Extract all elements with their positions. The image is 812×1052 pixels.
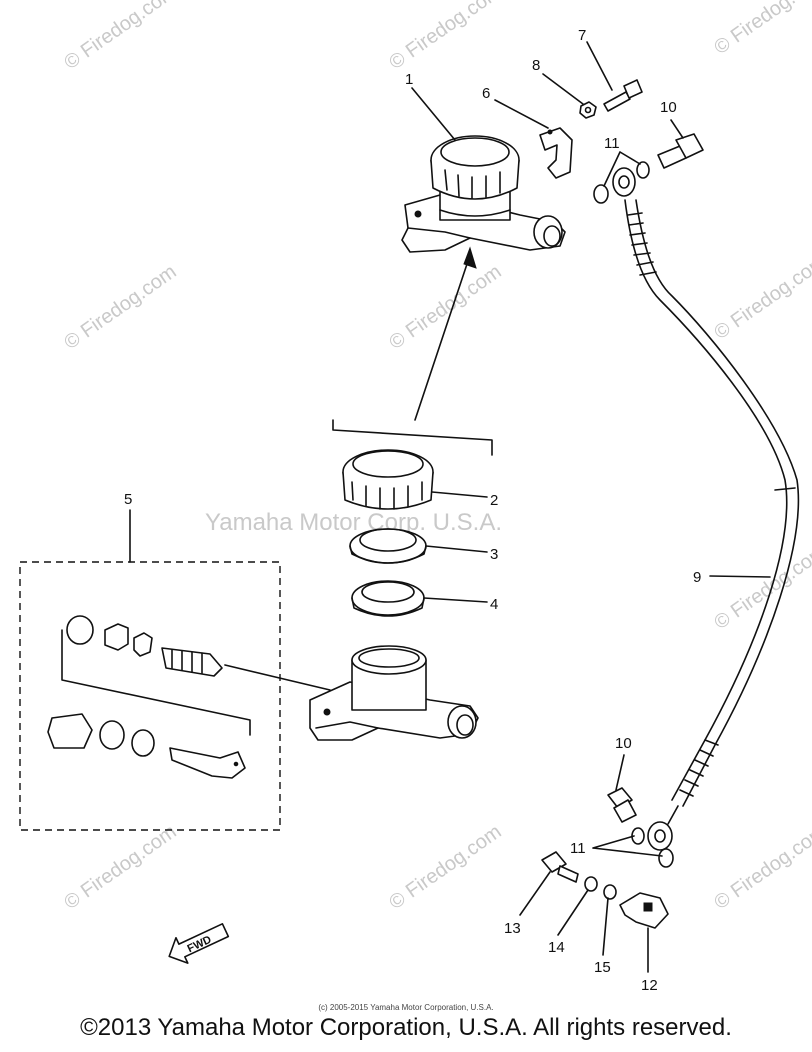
master-cylinder-body [309,645,479,741]
callout-5: 5 [124,491,132,508]
washer-part-15 [603,884,617,900]
clamp-part-6 [539,127,573,179]
clamp-part-12 [619,892,669,929]
callout-11-top: 11 [604,135,620,152]
union-bolt-part-10-bottom [607,787,637,823]
watermark: © Firedog.com [385,261,505,354]
diaphragm-part-3 [349,528,427,564]
watermark: © Firedog.com [710,821,812,914]
watermark: © Firedog.com [60,261,180,354]
watermark: © Firedog.com [385,0,505,74]
callout-9: 9 [693,569,701,586]
watermark: © Firedog.com [710,251,812,344]
bolt-part-7 [603,79,643,112]
union-bolt-part-10-top [657,133,704,169]
watermark: © Firedog.com [710,0,812,59]
callout-1: 1 [405,71,413,88]
watermark: © Firedog.com [385,821,505,914]
watermark: © Firedog.com [60,821,180,914]
callout-15: 15 [594,959,611,976]
diaphragm-part-4 [351,580,425,617]
callout-10-top: 10 [660,99,677,116]
callout-10-bottom: 10 [615,735,632,752]
small-credit: (c) 2005-2015 Yamaha Motor Corporation, … [318,1003,494,1012]
brake-hose-part-9 [624,199,800,851]
master-cylinder-assembly [401,135,566,253]
copyright-notice: ©2013 Yamaha Motor Corporation, U.S.A. A… [80,1014,732,1041]
callout-11-bottom: 11 [570,840,586,857]
callout-2: 2 [490,492,498,509]
washer-part-14 [584,876,598,892]
watermarks: © Firedog.com © Firedog.com © Firedog.co… [60,0,812,914]
leader-lines [411,41,771,973]
callout-3: 3 [490,546,498,563]
kit-arrow [332,246,493,456]
callout-14: 14 [548,939,565,956]
watermark-center: Yamaha Motor Corp. U.S.A. [205,509,502,536]
callout-7: 7 [578,27,586,44]
watermark: © Firedog.com [60,0,180,74]
piston-kit-part-5 [19,509,331,831]
cap-part-2 [342,449,434,510]
callout-numbers: 1 2 3 4 5 6 7 8 9 10 10 11 11 12 13 14 1… [124,27,701,994]
callout-8: 8 [532,57,540,74]
fwd-arrow-icon: FWD [168,923,230,964]
callout-6: 6 [482,85,490,102]
callout-12: 12 [641,977,658,994]
fwd-label: FWD [186,934,214,955]
washers-part-11-top [593,161,650,204]
callout-4: 4 [490,596,498,613]
nut-part-8 [579,101,597,119]
bolt-part-13 [541,851,579,883]
callout-13: 13 [504,920,521,937]
